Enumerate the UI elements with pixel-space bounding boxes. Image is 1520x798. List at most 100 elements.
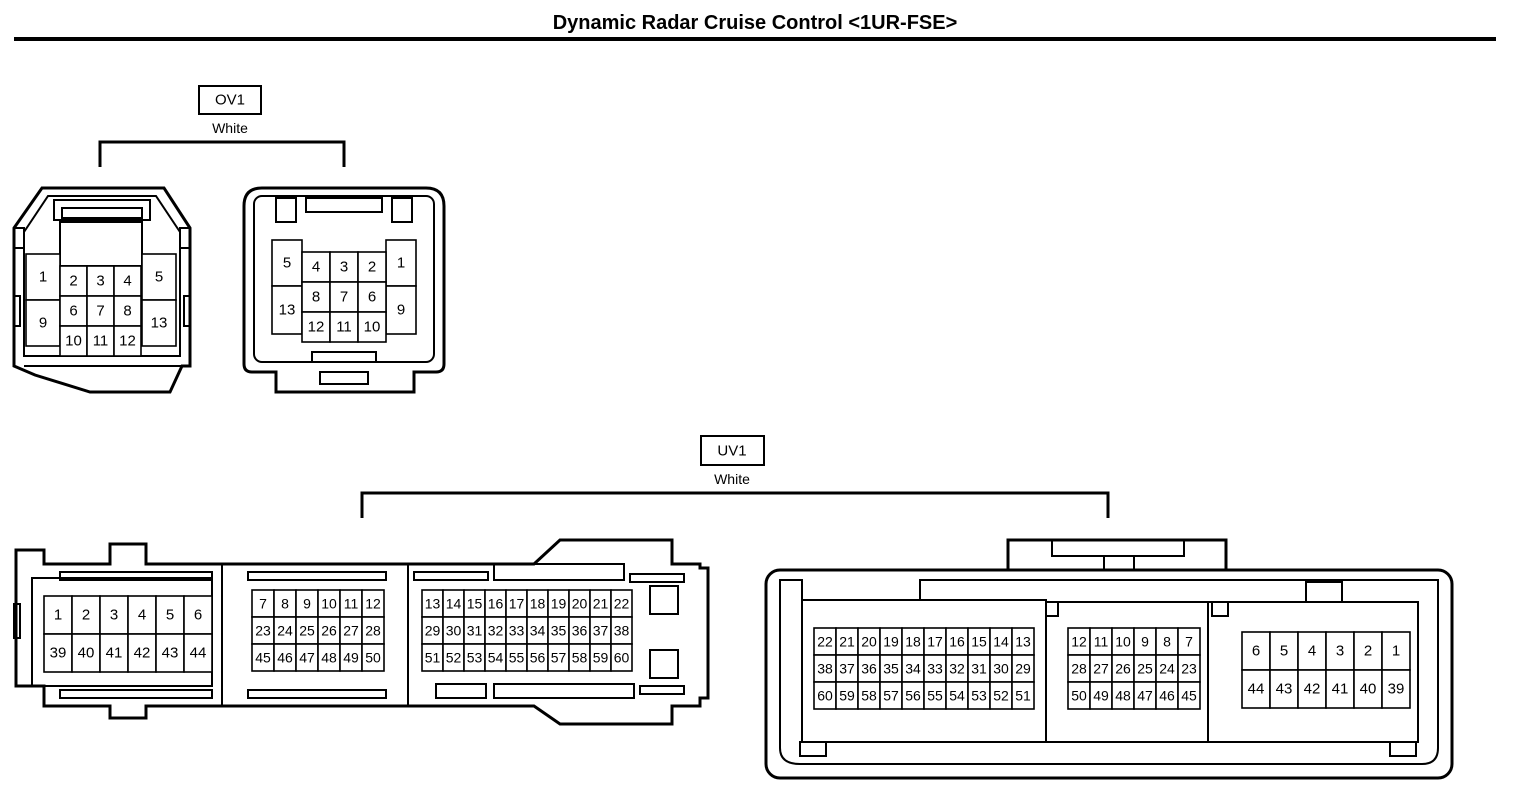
pin-number: 12	[1071, 634, 1087, 650]
pin-number: 10	[321, 596, 337, 612]
diagram-title: Dynamic Radar Cruise Control <1UR-FSE>	[552, 12, 958, 34]
pin-cell	[155, 633, 185, 673]
pin-cell	[357, 311, 387, 343]
pin-number: 6	[194, 607, 202, 624]
pin-cell	[385, 285, 417, 335]
pin-cell	[1297, 631, 1327, 671]
uv1-left-connector	[13, 538, 710, 726]
uv1-color: White	[714, 471, 750, 487]
pin-number: 54	[949, 688, 965, 704]
pin-number: 40	[1360, 681, 1377, 698]
pin-number: 37	[593, 623, 609, 639]
pin-number: 18	[905, 634, 921, 650]
pin-cell	[155, 595, 185, 635]
pin-number: 39	[1388, 681, 1405, 698]
pin-number: 57	[883, 688, 899, 704]
pin-number: 38	[614, 623, 630, 639]
pin-number: 50	[365, 650, 381, 666]
pin-cell	[1297, 669, 1327, 709]
pin-number: 45	[255, 650, 271, 666]
pin-cell	[25, 253, 61, 301]
pin-number: 39	[50, 645, 67, 662]
pin-number: 8	[123, 303, 131, 320]
pin-cell	[113, 325, 142, 357]
title-rule	[14, 37, 1496, 41]
pin-number: 23	[1181, 661, 1197, 677]
pin-number: 46	[277, 650, 293, 666]
pin-number: 58	[861, 688, 877, 704]
pin-number: 6	[368, 289, 376, 306]
pin-number: 56	[530, 650, 546, 666]
pin-number: 58	[572, 650, 588, 666]
pin-number: 49	[1093, 688, 1109, 704]
pin-number: 42	[134, 645, 151, 662]
pin-number: 12	[308, 319, 325, 336]
pin-number: 11	[344, 596, 359, 612]
pin-cell	[43, 595, 73, 635]
pin-number: 50	[1071, 688, 1087, 704]
pin-number: 55	[509, 650, 525, 666]
pin-number: 45	[1181, 688, 1197, 704]
ov1-right-connector	[242, 186, 446, 394]
pin-number: 17	[509, 596, 525, 612]
pin-cell	[25, 299, 61, 347]
pin-cell	[301, 311, 331, 343]
pin-number: 60	[817, 688, 833, 704]
pin-number: 33	[509, 623, 525, 639]
pin-number: 16	[949, 634, 965, 650]
uv1-right-connector	[764, 538, 1454, 780]
pin-number: 10	[1115, 634, 1131, 650]
pin-cell	[1011, 681, 1035, 710]
pin-number: 19	[551, 596, 567, 612]
pin-cell	[357, 281, 387, 313]
pin-cell	[1241, 631, 1271, 671]
pin-cell	[141, 253, 177, 301]
pin-number: 4	[138, 607, 146, 624]
pin-number: 28	[365, 623, 381, 639]
pin-number: 22	[614, 596, 630, 612]
pin-number: 12	[119, 333, 136, 350]
pin-number: 1	[1392, 643, 1400, 660]
pin-cell	[361, 643, 385, 672]
pin-number: 15	[971, 634, 987, 650]
pin-number: 13	[151, 315, 168, 332]
pin-number: 53	[971, 688, 987, 704]
pin-cell	[43, 633, 73, 673]
pin-number: 46	[1159, 688, 1175, 704]
pin-number: 4	[123, 273, 131, 290]
pin-number: 11	[336, 319, 352, 336]
pin-cell	[71, 633, 101, 673]
pin-number: 12	[365, 596, 381, 612]
pin-number: 5	[166, 607, 174, 624]
uv1-bracket	[360, 491, 1110, 518]
pin-number: 51	[425, 650, 441, 666]
pin-number: 27	[1093, 661, 1109, 677]
pin-number: 47	[1137, 688, 1153, 704]
pin-cell	[1325, 669, 1355, 709]
pin-number: 13	[279, 302, 296, 319]
pin-number: 15	[467, 596, 483, 612]
pin-number: 6	[1252, 643, 1260, 660]
pin-number: 34	[905, 661, 921, 677]
pin-number: 30	[993, 661, 1009, 677]
pin-number: 2	[1364, 643, 1372, 660]
pin-number: 29	[1015, 661, 1031, 677]
pin-number: 44	[190, 645, 207, 662]
pin-cell	[1269, 669, 1299, 709]
pin-number: 9	[1141, 634, 1149, 650]
pin-number: 13	[425, 596, 441, 612]
pin-number: 51	[1015, 688, 1031, 704]
pin-number: 13	[1015, 634, 1031, 650]
pin-cell	[1241, 669, 1271, 709]
pin-number: 56	[905, 688, 921, 704]
pin-number: 54	[488, 650, 504, 666]
pin-number: 25	[299, 623, 315, 639]
pin-number: 17	[927, 634, 943, 650]
pin-number: 36	[861, 661, 877, 677]
pin-number: 35	[551, 623, 567, 639]
uv1-label: UV1 White	[700, 435, 765, 487]
pin-number: 16	[488, 596, 504, 612]
